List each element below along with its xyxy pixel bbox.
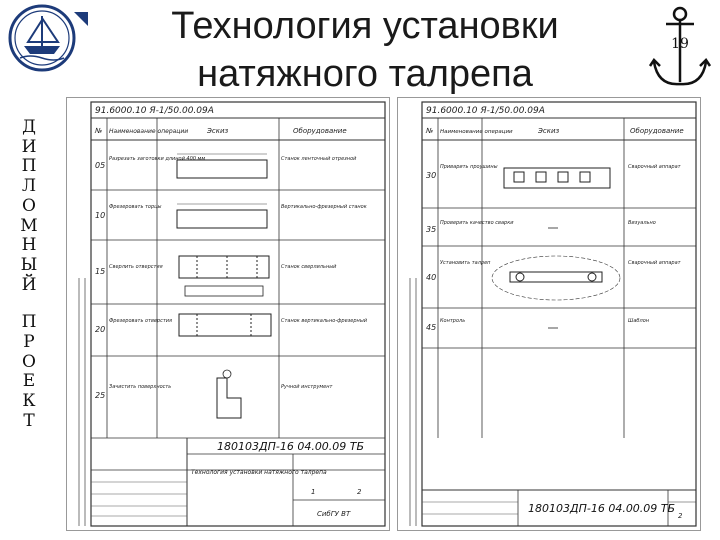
sheet2-op-equip: Сварочный аппарат — [628, 260, 682, 266]
sheet2-op-no: 40 — [426, 273, 436, 282]
sheet2-op-equip: Сварочный аппарат — [628, 164, 682, 170]
side-letter: П — [21, 312, 37, 333]
sheet1-op-no: 25 — [95, 391, 105, 400]
slide-title: Технология установки натяжного талрепа — [150, 2, 580, 98]
side-letter: О — [22, 351, 36, 372]
sheet2-op-no: 30 — [426, 171, 436, 180]
title-line-1: Технология установки — [171, 5, 559, 47]
sheet2-op-name: Проверить качество сварки — [440, 220, 514, 226]
sheet2-op-no: 45 — [426, 323, 436, 332]
side-letter: Д — [22, 117, 36, 137]
sheet2-op-name: Установить талреп — [440, 260, 491, 266]
sheet1-stamp-sheets: 2 — [357, 488, 362, 496]
sheet2-op-equip: Шаблон — [628, 318, 650, 324]
drawing-sheet-1: 91.6000.10 Я-1/50.00.09А № Наименование … — [66, 97, 390, 531]
sheet1-code: 91.6000.10 Я-1/50.00.09А — [95, 106, 214, 116]
anchor-icon — [648, 6, 712, 86]
sheet2-header-equip: Оборудование — [630, 127, 684, 135]
sheet1-header-equip: Оборудование — [293, 127, 347, 135]
sheet1-op-equip: Станок сверлильный — [281, 264, 337, 270]
side-letter: Т — [23, 410, 35, 431]
side-letter: П — [21, 156, 37, 177]
side-letter: М — [20, 215, 38, 236]
title-line-2: натяжного талрепа — [197, 53, 533, 95]
sheet1-op-name: Фрезеровать торцы — [109, 204, 162, 210]
page-number: 19 — [671, 36, 689, 52]
sheet2-stamp-code: 180103ДП-16 04.00.09 ТБ — [528, 502, 675, 515]
side-letter: К — [22, 391, 36, 412]
sheet2-op-name: Приварить проушины — [440, 164, 498, 170]
sheet1-header-no: № — [94, 127, 102, 135]
sheet1-op-no: 10 — [95, 211, 105, 220]
side-letter: Н — [21, 235, 37, 256]
sheet2-header-name: Наименование операции — [440, 129, 513, 135]
sheet1-stamp-code: 180103ДП-16 04.00.09 ТБ — [217, 440, 364, 453]
sheet1-op-equip: Вертикально-фрезерный станок — [281, 204, 367, 210]
ship-logo-icon — [8, 4, 88, 72]
sheet1-stamp-sheet: 1 — [311, 488, 315, 496]
sheet1-op-no: 05 — [95, 161, 105, 170]
sheet2-header-sketch: Эскиз — [537, 127, 560, 135]
side-letter: Л — [21, 176, 37, 197]
sheet1-op-equip: Станок ленточный отрезной — [281, 156, 357, 162]
sheet1-op-equip: Станок вертикально-фрезерный — [281, 318, 368, 324]
side-letter: И — [21, 136, 37, 157]
sheet2-stamp-sheet: 2 — [678, 512, 683, 520]
sheet1-op-name: Сверлить отверстия — [109, 264, 163, 270]
sheet2-header-no: № — [425, 127, 433, 135]
sheet1-header-name: Наименование операции — [109, 128, 188, 135]
sheet1-op-name: Зачистить поверхность — [109, 384, 171, 390]
side-letter: Е — [22, 371, 36, 392]
sheet1-stamp-org: СибГУ ВТ — [317, 510, 351, 518]
side-letter: О — [22, 195, 36, 216]
side-letter: Р — [23, 332, 35, 353]
side-letter: Й — [21, 274, 37, 295]
sheet1-op-name: Фрезеровать отверстия — [109, 318, 172, 324]
drawing-sheet-2: 91.6000.10 Я-1/50.00.09А № Наименование … — [397, 97, 701, 531]
sheet1-stamp-title: Технология установки натяжного талрепа — [191, 469, 327, 476]
sheet1-op-equip: Ручной инструмент — [281, 384, 334, 390]
sheet1-op-no: 15 — [95, 267, 105, 276]
sheet2-op-name: Контроль — [440, 318, 465, 324]
sheet2-code: 91.6000.10 Я-1/50.00.09А — [426, 106, 545, 116]
sheet2-op-no: 35 — [426, 225, 436, 234]
side-letter: Ы — [20, 254, 38, 275]
sheet1-op-no: 20 — [95, 325, 105, 334]
sheet2-op-equip: Визуально — [628, 220, 656, 226]
side-vertical-text: Д И П Л О М Н Ы Й П Р О Е К Т — [14, 117, 44, 432]
sheet1-op-name: Разрезать заготовки длиной 400 мм — [109, 156, 205, 162]
sheet1-header-sketch: Эскиз — [206, 127, 229, 135]
